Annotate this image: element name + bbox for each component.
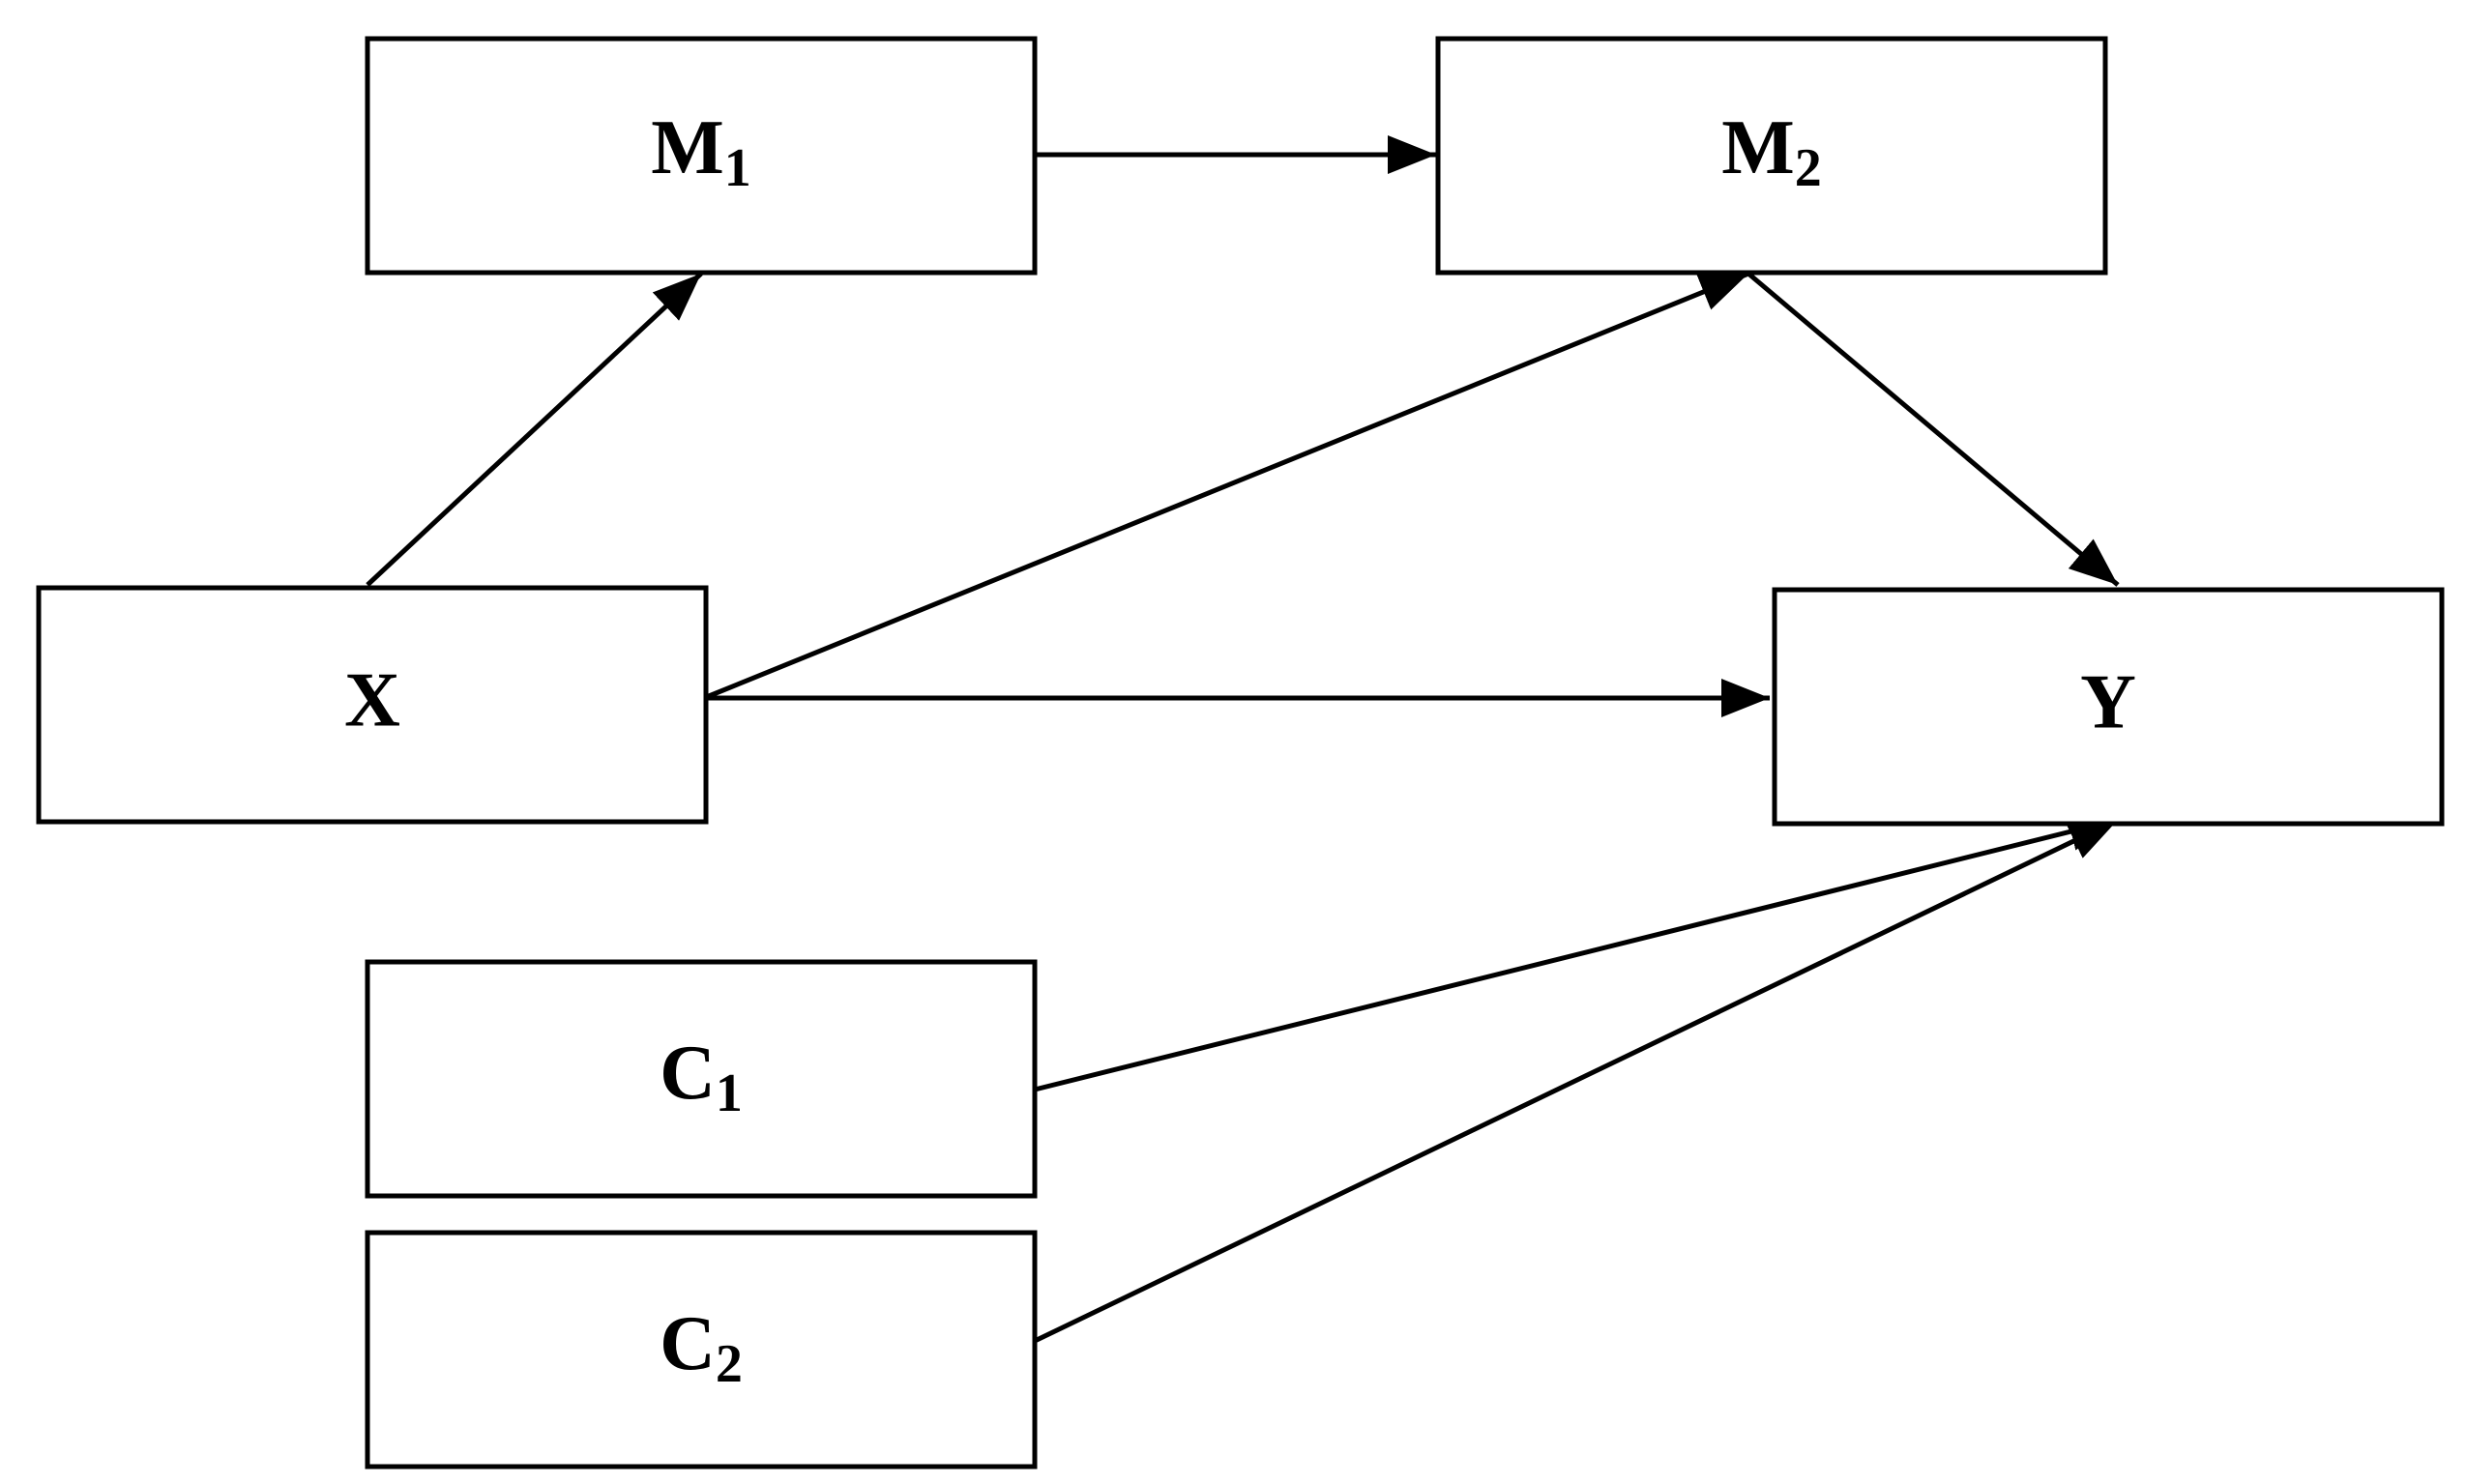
node-m2-box [1435, 36, 2108, 276]
node-m1-label: M1 [651, 105, 751, 198]
node-y: Y [1772, 587, 2445, 827]
node-y-label: Y [2080, 659, 2136, 744]
node-c1-box [365, 959, 1038, 1199]
edge-x-to-m2 [703, 271, 1749, 701]
node-m2: M2 [1435, 36, 2108, 276]
node-x-box [36, 585, 709, 825]
edge-c2-to-y [1033, 817, 2120, 1344]
node-c1: C1 [365, 959, 1038, 1199]
edge-c1-to-y [1034, 812, 2119, 1092]
node-c2: C2 [365, 1230, 1038, 1469]
edges [366, 135, 2120, 1344]
edge-m2-to-y [1747, 272, 2120, 587]
node-c2-box [365, 1230, 1038, 1469]
node-c1-label: C1 [660, 1031, 743, 1123]
node-y-box [1772, 587, 2445, 827]
node-m1-box [365, 36, 1038, 276]
node-m1: M1 [365, 36, 1038, 276]
edge-x-to-m1 [366, 272, 703, 587]
node-x: X [36, 585, 709, 825]
node-m2-label: M2 [1721, 105, 1822, 198]
node-c2-label: C2 [660, 1301, 743, 1394]
node-x-label: X [344, 657, 400, 742]
